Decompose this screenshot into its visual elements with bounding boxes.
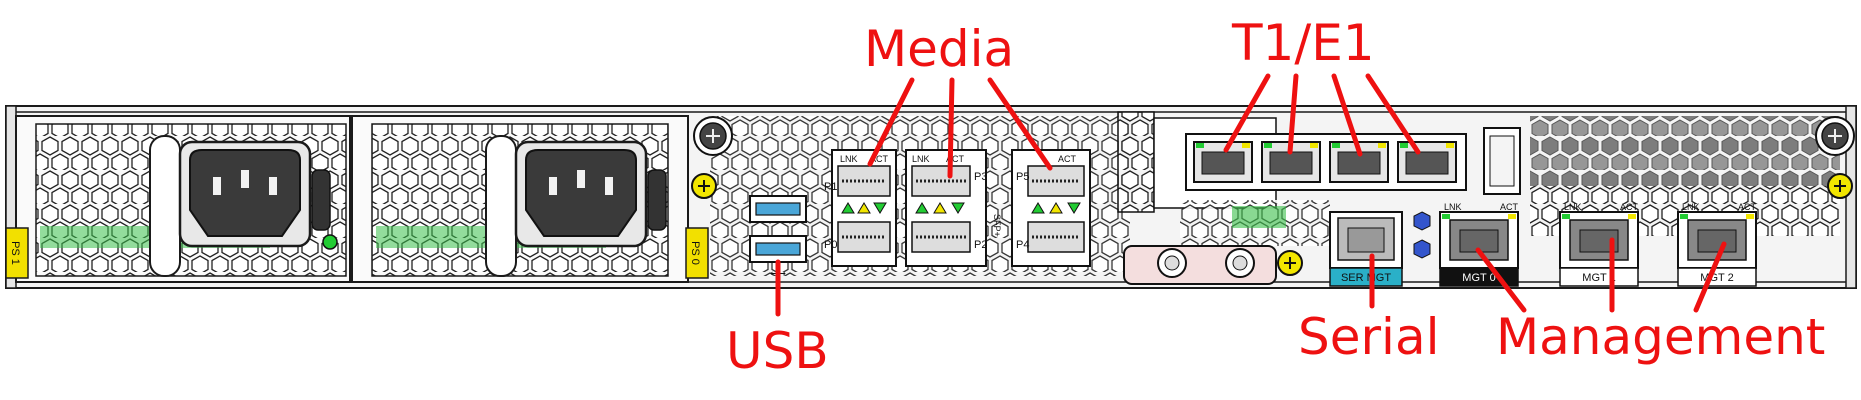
mgmt-port-1[interactable]: MGT 1 LNK ACT [1559,202,1639,287]
screw-icon [1815,116,1855,156]
mgmt-port-2[interactable]: MGT 2 LNK ACT [1677,202,1757,287]
serial-mgmt-port[interactable]: SER MGT [1329,211,1403,287]
screw-icon [1827,173,1853,199]
psu1-status-led [322,234,338,250]
psu1-tag [5,227,29,279]
mgmt-port-1-label: MGT 1 [1582,272,1615,284]
t1e1-port-2[interactable] [1261,141,1321,183]
indicator-icon [1413,239,1431,259]
callout-management: Management [1496,308,1825,366]
usb-port-lower[interactable] [749,235,807,263]
sfp-header-act: ACT [1058,154,1077,164]
screw-icon [1277,250,1303,276]
sfp-group-label: SFP+ [992,214,1002,237]
sfp-cage-p1-p0 [831,149,897,267]
usb-port-upper[interactable] [749,195,807,223]
mgmt-led-lnk: LNK [1564,202,1582,212]
right-vent-area [1530,116,1840,186]
callout-t1e1: T1/E1 [1231,14,1375,72]
sfp-header-act: ACT [946,154,965,164]
sfp-label-p3: P3 [974,171,987,183]
psu0-tag [685,227,709,279]
sfp-cage-p5-p4 [1011,149,1091,267]
psu1-label: PS 1 [9,241,21,265]
screw-icon [693,116,733,156]
indicator-icon [1413,211,1431,231]
sfp-label-p4: P4 [1016,239,1029,251]
callout-usb: USB [726,322,829,380]
power-supply-1: PS 1 [5,115,351,283]
sfp-cage-p3-p2 [905,149,987,267]
screw-icon [691,173,717,199]
callout-serial: Serial [1298,308,1439,366]
callout-leaders [775,73,1727,317]
ground-bracket [1123,245,1277,285]
sfp-header-act: ACT [870,154,889,164]
ac-inlet-icon [178,140,312,248]
sfp-label-p0: P0 [824,239,837,251]
sfp-label-p2: P2 [974,239,987,251]
mgmt-port-0[interactable]: MGT 0 LNK ACT [1439,202,1519,287]
psu0-label: PS 0 [689,241,701,265]
sfp-label-p5: P5 [1016,171,1029,183]
mgmt-led-act: ACT [1500,202,1519,212]
mgmt-led-act: ACT [1738,202,1757,212]
mgmt-led-lnk: LNK [1682,202,1700,212]
ac-inlet-icon [514,140,648,248]
t1e1-port-4[interactable] [1397,141,1457,183]
power-supply-0: PS 0 [351,115,709,283]
callout-media: Media [864,20,1014,78]
mgmt-led-lnk: LNK [1444,202,1462,212]
serial-port-label: SER MGT [1341,272,1391,284]
sfp-header-lnk: LNK [840,154,858,164]
mgmt-led-act: ACT [1620,202,1639,212]
t1e1-port-1[interactable] [1193,141,1253,183]
sfp-header-lnk: LNK [912,154,930,164]
mgmt-port-0-label: MGT 0 [1462,272,1495,284]
sfp-label-p1: P1 [824,181,837,193]
